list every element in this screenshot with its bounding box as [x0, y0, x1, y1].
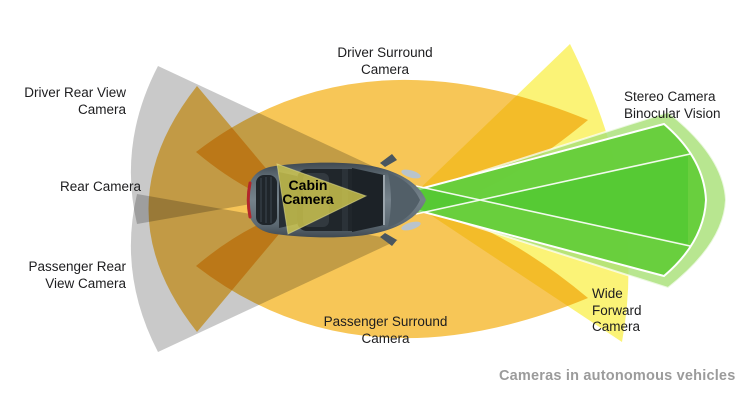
- label-driver-rear-view-camera: Driver Rear View Camera: [24, 85, 126, 117]
- car-rear-vent-slats: [260, 177, 272, 223]
- car-windshield: [352, 168, 384, 232]
- car-mirror-driver: [380, 154, 397, 167]
- label-stereo-camera: Stereo Camera Binocular Vision: [624, 89, 721, 121]
- label-wide-forward-camera: Wide Forward Camera: [592, 286, 642, 335]
- label-cabin-camera: Cabin Camera: [282, 177, 334, 208]
- diagram-caption: Cameras in autonomous vehicles: [499, 368, 736, 384]
- car-headlight-passenger: [401, 221, 421, 231]
- label-passenger-surround-camera: Passenger Surround Camera: [323, 314, 448, 346]
- zone-cabin-camera: [276, 163, 368, 235]
- stereo-beam-edge-lines: [415, 153, 691, 247]
- label-driver-surround-camera: Driver Surround Camera: [337, 45, 433, 77]
- car-headlight-driver: [401, 169, 421, 179]
- zone-stereo-overlap-right: [480, 156, 688, 244]
- zone-stereo-overlap-left: [417, 187, 480, 213]
- car-taillight: [246, 181, 252, 219]
- car-mirror-passenger: [380, 233, 397, 246]
- label-passenger-rear-view-camera: Passenger Rear View Camera: [28, 259, 126, 291]
- car-hood: [388, 173, 420, 227]
- label-rear-camera: Rear Camera: [60, 179, 142, 194]
